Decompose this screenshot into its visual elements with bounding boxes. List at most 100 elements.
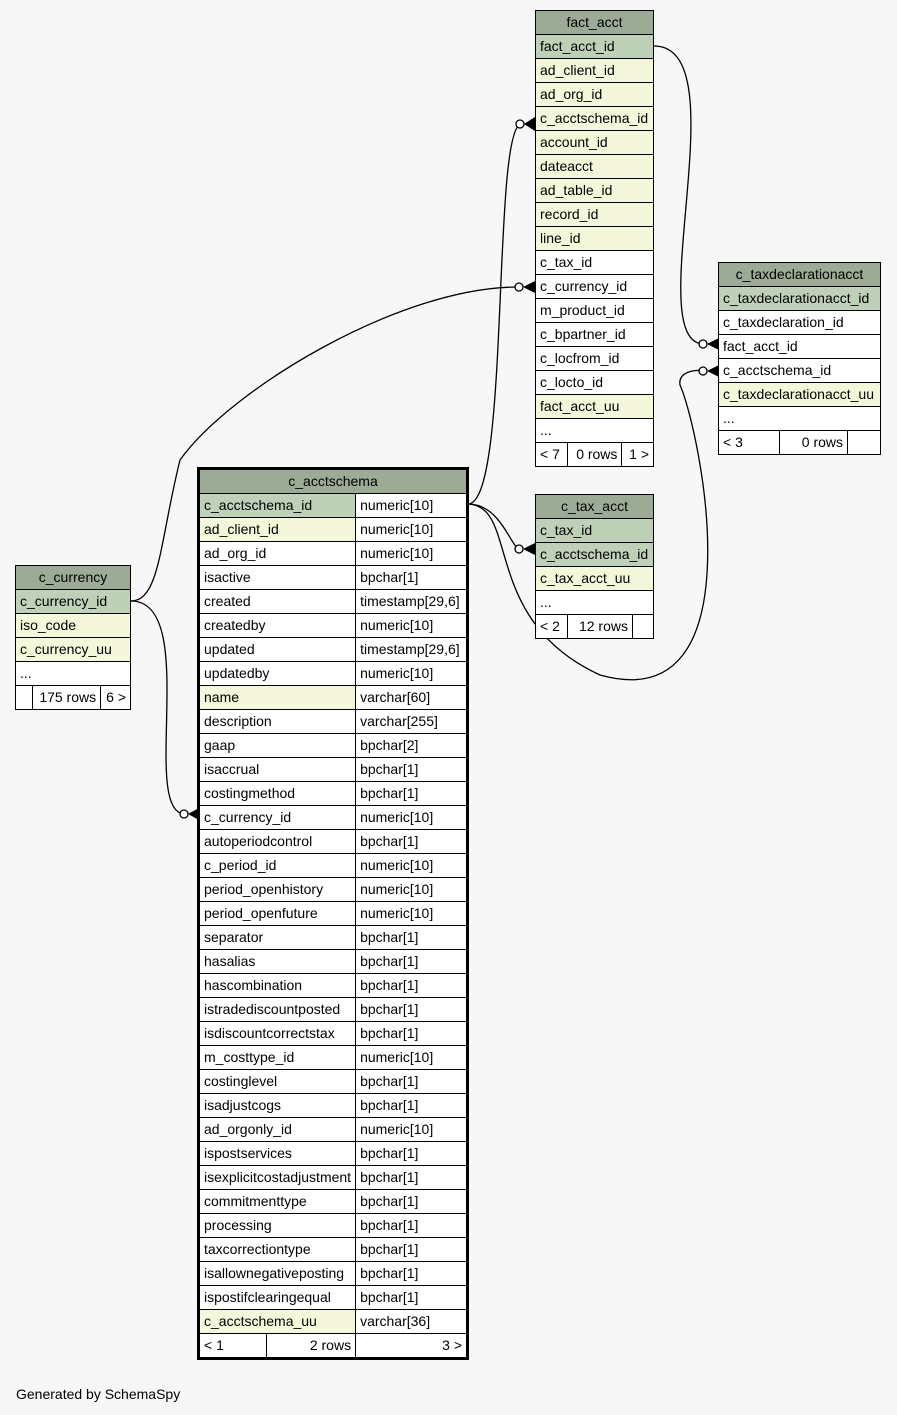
column-name[interactable]: c_locfrom_id — [535, 346, 654, 371]
column-name[interactable]: c_taxdeclarationacct_uu — [718, 382, 881, 407]
column-name[interactable]: c_bpartner_id — [535, 322, 654, 347]
column-name[interactable]: period_openhistory — [197, 877, 357, 902]
column-name[interactable]: ... — [535, 418, 654, 443]
column-type: bpchar[1] — [355, 1141, 468, 1166]
column-name[interactable]: c_locto_id — [535, 370, 654, 395]
column-type: numeric[10] — [355, 805, 468, 830]
children-count[interactable]: 6 > — [100, 685, 131, 710]
parents-count[interactable]: < 3 — [718, 430, 780, 455]
table-c-tax-acct[interactable]: c_tax_acct c_tax_id c_acctschema_id c_ta… — [534, 494, 654, 639]
children-count[interactable] — [847, 430, 881, 455]
table-c-currency[interactable]: c_currency c_currency_id iso_code c_curr… — [15, 565, 131, 710]
column-name[interactable]: ispostservices — [197, 1141, 357, 1166]
column-name[interactable]: isaccrual — [197, 757, 357, 782]
parents-count[interactable]: < 7 — [535, 442, 568, 467]
column-name[interactable]: separator — [197, 925, 357, 950]
column-name[interactable]: c_acctschema_id — [197, 493, 357, 518]
column-name[interactable]: c_taxdeclaration_id — [718, 310, 881, 335]
table-title[interactable]: c_taxdeclarationacct — [718, 262, 881, 287]
column-type: bpchar[1] — [355, 1165, 468, 1190]
column-name[interactable]: costingmethod — [197, 781, 357, 806]
column-name[interactable]: gaap — [197, 733, 357, 758]
children-count[interactable]: 3 > — [355, 1333, 468, 1359]
table-title[interactable]: c_acctschema — [198, 468, 468, 494]
column-name[interactable]: account_id — [535, 130, 654, 155]
column-name[interactable]: c_currency_id — [197, 805, 357, 830]
column-name[interactable]: created — [197, 589, 357, 614]
column-name[interactable]: c_taxdeclarationacct_id — [718, 286, 881, 311]
column-name[interactable]: c_currency_id — [535, 274, 654, 299]
column-name[interactable]: ... — [15, 661, 131, 686]
column-name[interactable]: ad_org_id — [535, 82, 654, 107]
column-name[interactable]: c_acctschema_id — [718, 358, 881, 383]
column-name[interactable]: name — [197, 685, 357, 710]
column-name[interactable]: processing — [197, 1213, 357, 1238]
column-name[interactable]: ispostifclearingequal — [197, 1285, 357, 1310]
column-name[interactable]: c_tax_id — [535, 250, 654, 275]
column-name[interactable]: autoperiodcontrol — [197, 829, 357, 854]
column-name[interactable]: c_period_id — [197, 853, 357, 878]
column-type: bpchar[1] — [355, 1237, 468, 1262]
column-name[interactable]: c_acctschema_uu — [197, 1309, 357, 1334]
column-name[interactable]: c_currency_uu — [15, 637, 131, 662]
column-name[interactable]: hascombination — [197, 973, 357, 998]
column-name[interactable]: hasalias — [197, 949, 357, 974]
column-name[interactable]: ... — [535, 590, 654, 615]
parents-count[interactable] — [15, 685, 33, 710]
column-name[interactable]: period_openfuture — [197, 901, 357, 926]
column-name[interactable]: description — [197, 709, 357, 734]
column-name[interactable]: ad_table_id — [535, 178, 654, 203]
column-type: bpchar[2] — [355, 733, 468, 758]
column-type: bpchar[1] — [355, 829, 468, 854]
column-name[interactable]: updated — [197, 637, 357, 662]
children-count[interactable] — [632, 614, 654, 639]
column-name[interactable]: c_tax_id — [535, 518, 654, 543]
column-name[interactable]: ad_orgonly_id — [197, 1117, 357, 1142]
column-name[interactable]: ad_org_id — [197, 541, 357, 566]
table-title[interactable]: c_tax_acct — [535, 494, 654, 519]
column-name[interactable]: costinglevel — [197, 1069, 357, 1094]
column-name[interactable]: c_acctschema_id — [535, 542, 654, 567]
column-name[interactable]: m_costtype_id — [197, 1045, 357, 1070]
column-name[interactable]: commitmenttype — [197, 1189, 357, 1214]
column-name[interactable]: taxcorrectiontype — [197, 1237, 357, 1262]
column-name[interactable]: c_acctschema_id — [535, 106, 654, 131]
optional-marker — [698, 366, 708, 376]
table-title[interactable]: fact_acct — [535, 10, 654, 35]
column-type: bpchar[1] — [355, 925, 468, 950]
column-name[interactable]: updatedby — [197, 661, 357, 686]
column-name[interactable]: iso_code — [15, 613, 131, 638]
column-name[interactable]: isallownegativeposting — [197, 1261, 357, 1286]
column-type: bpchar[1] — [355, 1213, 468, 1238]
children-count[interactable]: 1 > — [621, 442, 654, 467]
column-name[interactable]: createdby — [197, 613, 357, 638]
column-name[interactable]: record_id — [535, 202, 654, 227]
column-name[interactable]: dateacct — [535, 154, 654, 179]
column-name[interactable]: line_id — [535, 226, 654, 251]
column-name[interactable]: m_product_id — [535, 298, 654, 323]
column-name[interactable]: c_currency_id — [15, 589, 131, 614]
edge-acctschema-currency — [130, 600, 185, 815]
column-name[interactable]: isactive — [197, 565, 357, 590]
table-title[interactable]: c_currency — [15, 565, 131, 590]
table-fact-acct[interactable]: fact_acct fact_acct_id ad_client_id ad_o… — [535, 10, 654, 467]
column-name[interactable]: fact_acct_id — [535, 34, 654, 59]
crowfoot-marker — [523, 281, 535, 293]
optional-marker — [179, 809, 189, 819]
column-name[interactable]: isexplicitcostadjustment — [197, 1165, 357, 1190]
table-c-taxdeclarationacct[interactable]: c_taxdeclarationacct c_taxdeclarationacc… — [718, 262, 881, 455]
column-name[interactable]: c_tax_acct_uu — [535, 566, 654, 591]
parents-count[interactable]: < 1 — [198, 1333, 267, 1359]
column-name[interactable]: ad_client_id — [197, 517, 357, 542]
column-name[interactable]: isdiscountcorrectstax — [197, 1021, 357, 1046]
column-name[interactable]: istradediscountposted — [197, 997, 357, 1022]
column-name[interactable]: fact_acct_uu — [535, 394, 654, 419]
column-name[interactable]: ad_client_id — [535, 58, 654, 83]
column-name[interactable]: isadjustcogs — [197, 1093, 357, 1118]
column-name[interactable]: ... — [718, 406, 881, 431]
column-type: varchar[60] — [355, 685, 468, 710]
column-name[interactable]: fact_acct_id — [718, 334, 881, 359]
column-type: numeric[10] — [355, 1045, 468, 1070]
parents-count[interactable]: < 2 — [534, 614, 569, 639]
